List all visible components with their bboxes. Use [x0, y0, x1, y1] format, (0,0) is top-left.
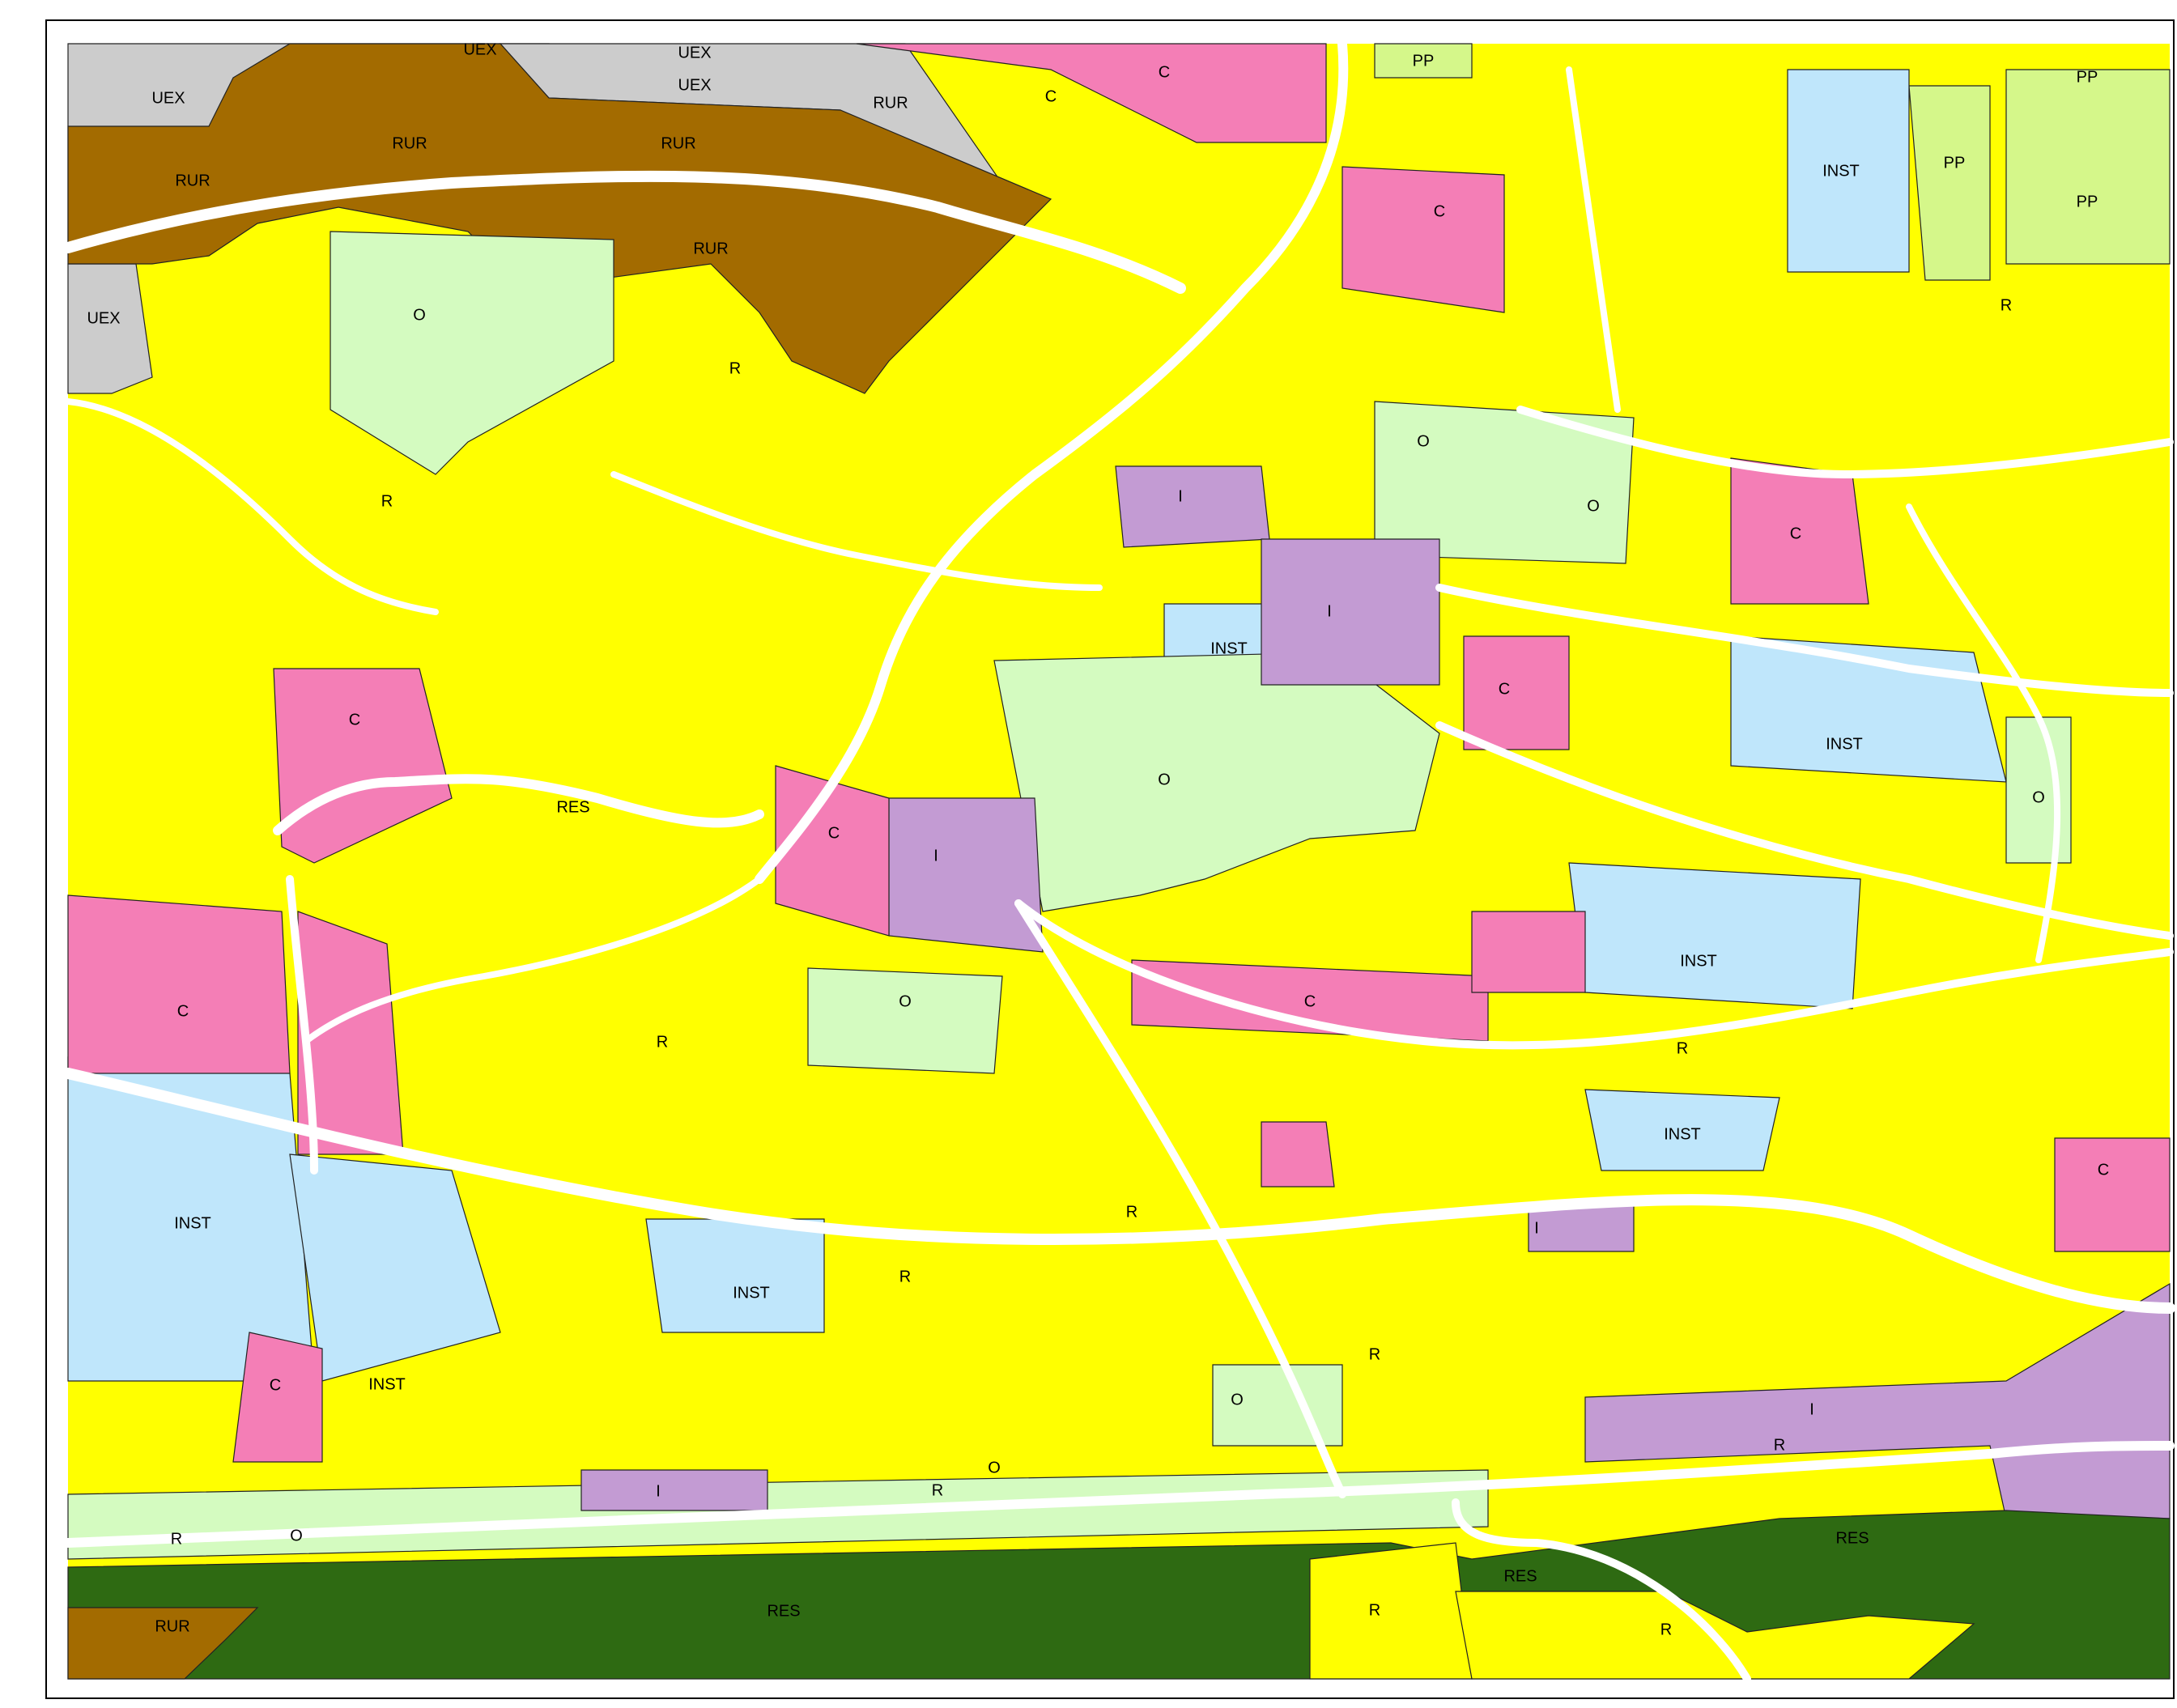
label-c: C [1790, 525, 1801, 542]
label-r: R [2001, 296, 2012, 314]
label-r: R [657, 1033, 668, 1051]
zone-inst-4[interactable] [645, 1218, 825, 1333]
label-r: R [729, 359, 741, 377]
label-c: C [1434, 202, 1445, 220]
zone-rur[interactable] [67, 43, 1052, 394]
res-strip [273, 774, 764, 835]
label-uex: UEX [87, 309, 120, 327]
zone-c-13[interactable] [1471, 911, 1586, 993]
zone-o-3[interactable] [1374, 401, 1635, 564]
label-r: R [171, 1530, 182, 1548]
label-inst: INST [1826, 735, 1863, 753]
zone-labels: UEX UEX UEX UEX UEX RUR RUR RUR RUR RUR … [87, 40, 2109, 1638]
label-c: C [177, 1002, 189, 1020]
label-r: R [1126, 1203, 1137, 1221]
map-frame: UEX UEX UEX UEX UEX RUR RUR RUR RUR RUR … [45, 19, 2175, 1699]
label-r: R [899, 1268, 911, 1285]
label-rur: RUR [661, 134, 695, 152]
label-o: O [1231, 1391, 1244, 1408]
label-pp: PP [2077, 68, 2098, 86]
label-r: R [1774, 1436, 1785, 1454]
zone-o-4[interactable] [807, 967, 1003, 1074]
label-inst: INST [1680, 952, 1717, 970]
label-rur: RUR [392, 134, 427, 152]
label-inst: INST [733, 1284, 770, 1302]
zone-i-3[interactable] [1261, 538, 1440, 686]
zone-inst-3[interactable] [289, 1154, 501, 1382]
label-r: R [1369, 1601, 1380, 1619]
zone-c-3[interactable] [67, 894, 291, 1074]
label-r: R [1369, 1345, 1380, 1363]
label-i: I [1327, 602, 1332, 620]
zone-i-2[interactable] [1115, 465, 1270, 548]
label-res: RES [767, 1602, 800, 1620]
zone-c-6[interactable] [1730, 457, 1869, 605]
label-inst: INST [1822, 162, 1860, 180]
label-res: RES [556, 798, 589, 816]
zone-c-2[interactable] [273, 668, 453, 864]
label-r: R [1677, 1039, 1688, 1057]
label-pp: PP [2077, 193, 2098, 210]
label-r: R [932, 1481, 943, 1499]
zoning-map[interactable]: UEX UEX UEX UEX UEX RUR RUR RUR RUR RUR … [47, 21, 2176, 1701]
zone-c-11[interactable] [232, 1332, 323, 1463]
label-i: I [1534, 1219, 1539, 1237]
label-i: I [656, 1482, 661, 1500]
label-c: C [1045, 87, 1057, 105]
label-o: O [290, 1527, 303, 1544]
zone-c-10[interactable] [1261, 1121, 1335, 1188]
label-c: C [2098, 1161, 2109, 1179]
zone-pp-3[interactable] [1374, 43, 1473, 79]
zone-c-12[interactable] [2054, 1137, 2171, 1252]
label-uex: UEX [463, 40, 496, 58]
label-o: O [1158, 771, 1171, 788]
label-o: O [2032, 788, 2045, 806]
label-rur: RUR [873, 94, 908, 112]
label-inst: INST [1664, 1125, 1701, 1143]
label-c: C [349, 711, 360, 729]
label-r: R [381, 492, 393, 510]
label-c: C [270, 1376, 281, 1394]
label-uex: UEX [678, 76, 711, 94]
label-c: C [1159, 63, 1170, 81]
label-rur: RUR [155, 1617, 189, 1635]
label-c: C [1304, 992, 1316, 1010]
label-inst: INST [174, 1214, 211, 1232]
road-network [62, 39, 2175, 1683]
label-i: I [1809, 1400, 1814, 1418]
zone-pp-2[interactable] [2005, 69, 2171, 265]
label-o: O [1587, 497, 1600, 515]
zone-i-1[interactable] [888, 797, 1044, 953]
label-uex: UEX [678, 44, 711, 62]
zone-inst-1[interactable] [1787, 69, 1910, 273]
label-c: C [1499, 680, 1510, 698]
label-o: O [413, 306, 426, 324]
label-rur: RUR [175, 172, 210, 189]
zone-rur-bottom[interactable] [67, 1607, 259, 1680]
zone-o-1[interactable] [330, 231, 614, 475]
label-i: I [1178, 487, 1183, 505]
label-rur: RUR [693, 240, 728, 257]
label-c: C [828, 824, 840, 842]
zone-i-5[interactable] [580, 1469, 768, 1511]
label-o: O [899, 992, 912, 1010]
label-inst: INST [1210, 639, 1248, 657]
label-inst: INST [368, 1375, 406, 1393]
zone-inst-8[interactable] [1584, 1089, 1780, 1171]
label-o: O [1417, 432, 1430, 450]
zone-c-7[interactable] [1341, 166, 1505, 313]
zone-inst-7[interactable] [1568, 862, 1861, 1009]
label-pp: PP [1413, 52, 1435, 70]
zone-c-8[interactable] [1463, 635, 1570, 750]
label-res: RES [1503, 1567, 1537, 1585]
label-i: I [933, 847, 938, 865]
zone-pp[interactable] [1908, 85, 1991, 281]
zone-c-1[interactable] [856, 43, 1327, 143]
label-pp: PP [1944, 154, 1966, 172]
label-r: R [1660, 1621, 1672, 1638]
zone-r-bottom[interactable] [1309, 1542, 1473, 1680]
label-uex: UEX [151, 89, 185, 107]
label-res: RES [1835, 1529, 1869, 1547]
label-o: O [988, 1459, 1001, 1476]
